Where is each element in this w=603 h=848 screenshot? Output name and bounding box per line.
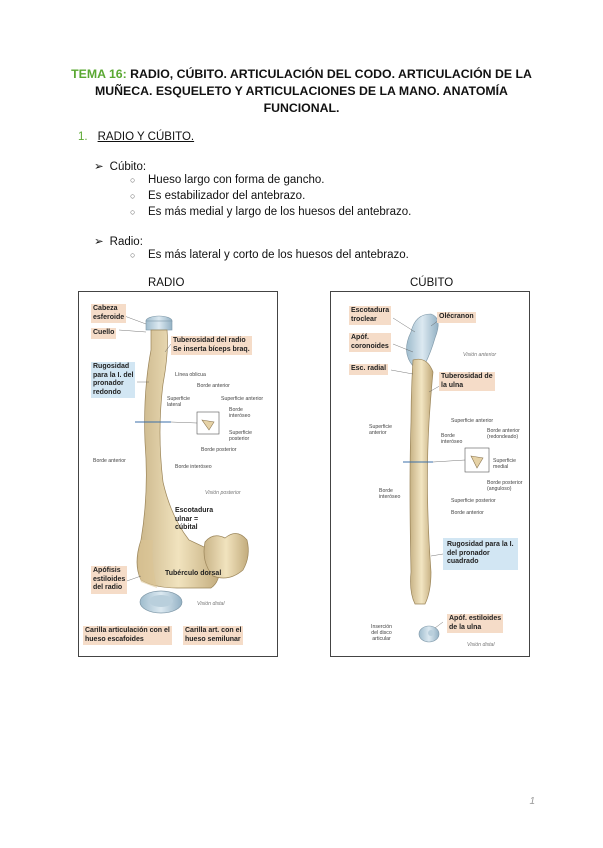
label-superficie-anterior-2: Superficie anterior xyxy=(369,424,393,436)
list-item: ○ Es más medial y largo de los huesos del… xyxy=(130,206,411,218)
circle-bullet-icon: ○ xyxy=(130,250,136,260)
label-tuberosidad-radio: Tuberosidad del radio Se inserta bíceps … xyxy=(171,336,252,355)
circle-bullet-icon: ○ xyxy=(130,175,136,185)
arrow-bullet-icon: ➢ xyxy=(94,161,104,173)
label-borde-posterior: Borde posterior xyxy=(201,447,237,453)
label-vision-distal: Visión distal xyxy=(467,642,495,648)
section-label: RADIO Y CÚBITO. xyxy=(97,131,195,143)
list-item-text: Es estabilizador del antebrazo. xyxy=(148,190,306,202)
label-linea-oblicua: Línea oblicua xyxy=(175,372,206,378)
label-tuberosidad-ulna: Tuberosidad de la ulna xyxy=(439,372,495,391)
label-superficie-medial: Superficie medial xyxy=(493,458,517,470)
label-vision-distal: Visión distal xyxy=(197,601,225,607)
label-escotadura-troclear: Escotadura troclear xyxy=(349,306,392,325)
circle-bullet-icon: ○ xyxy=(130,191,136,201)
label-olecranon: Olécranon xyxy=(437,312,476,323)
label-carilla-escafoides: Carilla articulación con el hueso escafo… xyxy=(83,626,172,645)
label-borde-anterior-redondeado: Borde anterior (redondeado) xyxy=(487,428,520,440)
page-title: TEMA 16: RADIO, CÚBITO. ARTICULACIÓN DEL… xyxy=(60,66,543,117)
label-borde-anterior: Borde anterior xyxy=(197,383,230,389)
title-text: RADIO, CÚBITO. ARTICULACIÓN DEL CODO. AR… xyxy=(95,67,532,115)
page-number: 1 xyxy=(529,796,535,807)
label-superficie-anterior: Superficie anterior xyxy=(451,418,494,424)
radio-caption: RADIO xyxy=(148,277,185,289)
list-item: ○ Es más lateral y corto de los huesos de… xyxy=(130,249,409,261)
cubito-heading-text: Cúbito: xyxy=(109,161,147,173)
circle-bullet-icon: ○ xyxy=(130,207,136,217)
label-borde-anterior: Borde anterior xyxy=(451,510,484,516)
label-apofisis-estiloides: Apófisis estiloides del radio xyxy=(91,566,128,594)
label-carilla-semilunar: Carilla art. con el hueso semilunar xyxy=(183,626,244,645)
cubito-heading: ➢ Cúbito: xyxy=(94,159,146,173)
label-esc-radial: Esc. radial xyxy=(349,364,389,375)
label-insercion-disco: Inserción del disco articular xyxy=(371,624,393,642)
section-number: 1. xyxy=(78,131,88,143)
label-borde-anterior-2: Borde anterior xyxy=(93,458,126,464)
cubito-figure: Escotadura troclear Olécranon Apóf. coro… xyxy=(330,291,530,657)
list-item: ○ Es estabilizador del antebrazo. xyxy=(130,190,305,202)
label-cuello: Cuello xyxy=(91,328,117,339)
label-borde-interoseo: Borde interóseo xyxy=(229,407,251,419)
label-borde-interoseo-2: Borde interóseo xyxy=(379,488,401,500)
label-superficie-lateral: Superficie lateral xyxy=(167,396,191,408)
ulna-bone-illustration xyxy=(390,313,490,643)
label-superficie-posterior: Superficie posterior xyxy=(229,430,253,442)
radio-heading-text: Radio: xyxy=(109,236,143,248)
list-item-text: Es más medial y largo de los huesos del … xyxy=(148,206,412,218)
cubito-caption: CÚBITO xyxy=(410,277,454,289)
label-vision-anterior: Visión anterior xyxy=(463,352,497,358)
label-rugosidad-pronador-cuadrado: Rugosidad para la I. del pronador cuadra… xyxy=(443,538,518,570)
label-superficie-posterior: Superficie posterior xyxy=(451,498,496,504)
label-borde-interoseo-2: Borde interóseo xyxy=(175,464,212,470)
radio-figure: Cabeza esferoide Cuello Tuberosidad del … xyxy=(78,291,278,657)
label-tuberculo-dorsal: Tubérculo dorsal xyxy=(165,570,222,577)
list-item: ○ Hueso largo con forma de gancho. xyxy=(130,174,324,186)
radius-bone-illustration xyxy=(118,313,249,614)
label-apof-estiloides-ulna: Apóf. estiloides de la ulna xyxy=(447,614,504,633)
label-escotadura-ulnar: Escotadura ulnar = cúbital xyxy=(175,507,214,531)
radio-heading: ➢ Radio: xyxy=(94,234,143,248)
label-rugosidad-pronador: Rugosidad para la I. del pronador redond… xyxy=(91,362,136,398)
label-vision-posterior: Visión posterior xyxy=(205,490,241,496)
label-apof-coronoides: Apóf. coronoides xyxy=(349,333,391,352)
title-tag: TEMA 16: xyxy=(71,67,127,81)
list-item-text: Hueso largo con forma de gancho. xyxy=(148,174,325,186)
section-heading: 1. RADIO Y CÚBITO. xyxy=(78,131,194,143)
label-borde-posterior-anguloso: Borde posterior (anguloso) xyxy=(487,480,523,492)
label-cabeza-esferoide: Cabeza esferoide xyxy=(91,304,127,323)
label-borde-interoseo: Borde interóseo xyxy=(441,433,463,445)
arrow-bullet-icon: ➢ xyxy=(94,236,104,248)
label-superficie-anterior: Superficie anterior xyxy=(221,396,264,402)
list-item-text: Es más lateral y corto de los huesos del… xyxy=(148,249,409,261)
